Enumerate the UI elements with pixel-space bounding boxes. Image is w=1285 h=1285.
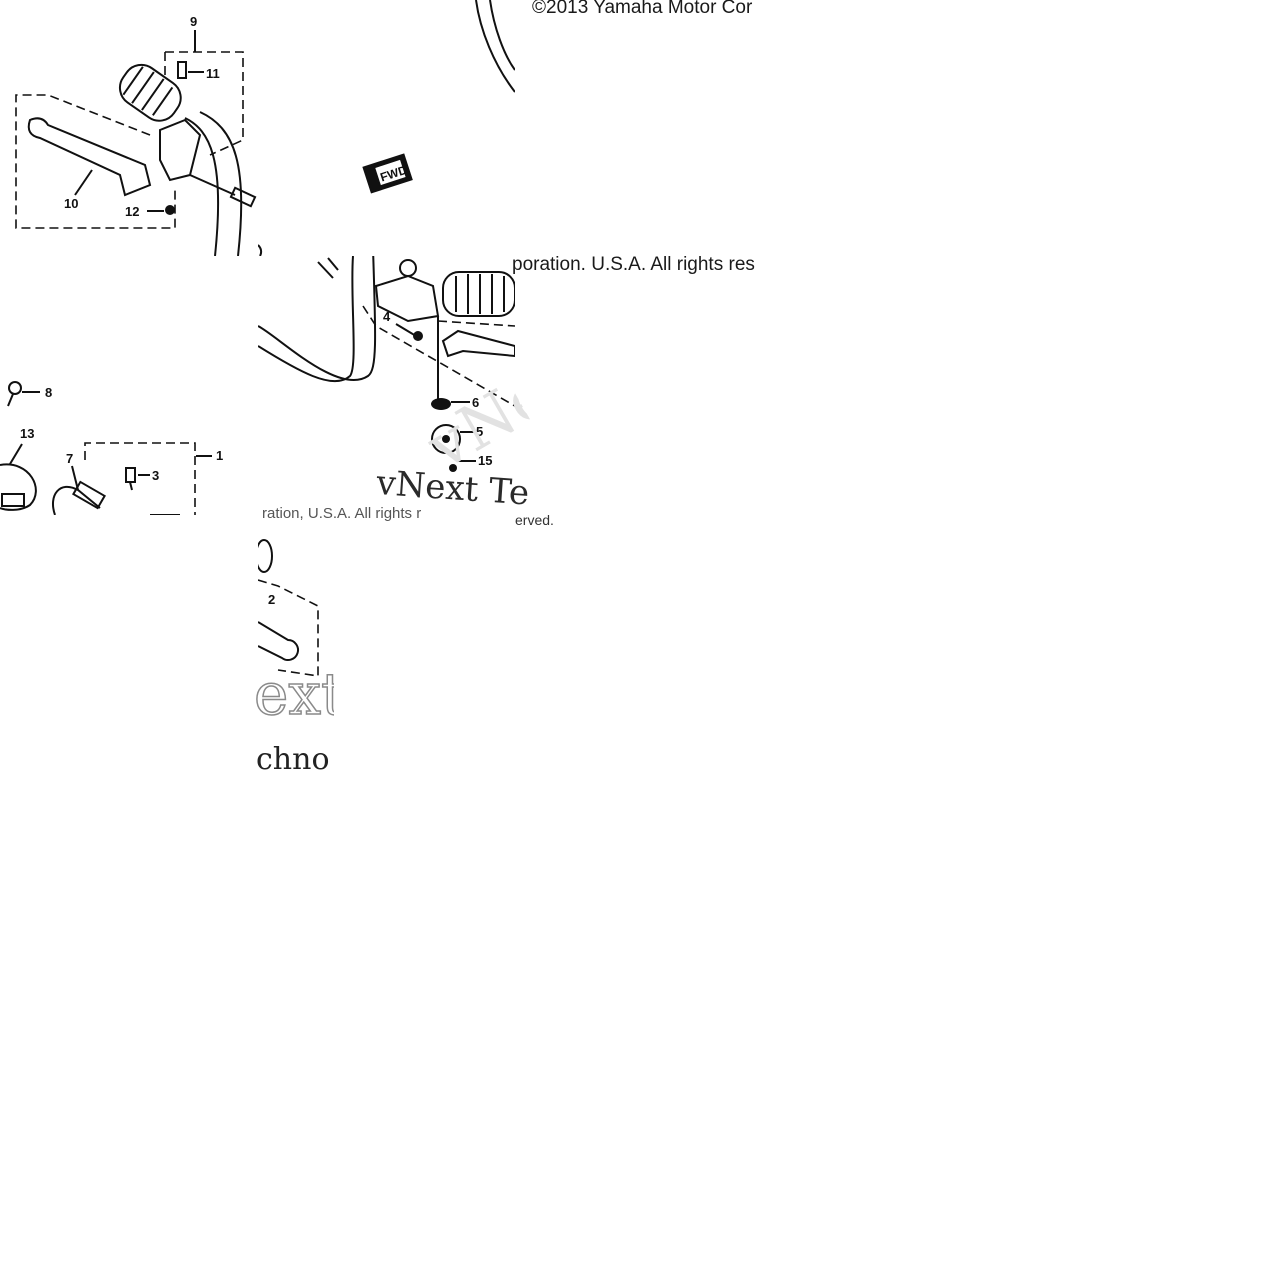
diagram-tile-lever-2: 2: [258, 528, 336, 773]
handlebar-right: [258, 256, 377, 381]
screw-8: [8, 381, 22, 395]
callout-6: 6: [472, 395, 479, 410]
brake-lever: [441, 329, 515, 358]
switch-5: [431, 424, 461, 454]
screw-15: [449, 464, 457, 472]
diagram-tile-right-lever: 4 6 5 15: [258, 256, 515, 512]
top-center-drawing: FWD: [258, 0, 515, 256]
callout-15: 15: [478, 453, 492, 468]
copyright-bottom-left: ration, U.S.A. All rights r: [262, 505, 422, 522]
lever-perch: [159, 118, 202, 182]
callout-11: 11: [206, 66, 220, 81]
watermark-ext: ext: [254, 660, 334, 728]
diagram-tile-bottom-left: 8 13 7 1 3: [0, 380, 258, 515]
fwd-tag: FWD: [362, 153, 413, 194]
dashed-box-lever: [15, 94, 176, 229]
cable-13: [0, 463, 37, 511]
cable-end: [189, 174, 236, 196]
right-lever-drawing: 4 6 5 15: [258, 256, 515, 472]
handlebar-left: [184, 117, 220, 256]
lever-2-drawing: 2: [258, 539, 319, 677]
left-lever-drawing: 9 11 10 12: [15, 14, 257, 256]
dashed-box-1: [84, 442, 196, 515]
callout-8: 8: [45, 385, 52, 400]
copyright-top: ©2013 Yamaha Motor Cor: [532, 0, 753, 18]
callout-5: 5: [476, 424, 483, 439]
clutch-lever: [27, 117, 152, 197]
bolt-4: [413, 331, 423, 341]
diagram-tile-top-center: FWD: [258, 0, 515, 256]
throttle-cable: [317, 261, 334, 279]
callout-4: 4: [383, 309, 391, 324]
dashed-box-perch: [165, 51, 244, 156]
fender-arc: [475, 0, 515, 93]
callout-3: 3: [152, 468, 159, 483]
cable-7: [52, 485, 101, 515]
bolt-11: [177, 61, 187, 79]
callout-9: 9: [190, 14, 197, 29]
callout-7: 7: [66, 451, 73, 466]
washer-6: [431, 398, 451, 410]
lever-2: [258, 621, 299, 661]
callout-13: 13: [20, 426, 34, 441]
callout-2: 2: [268, 592, 275, 607]
nut-12: [165, 205, 175, 215]
callout-12: 12: [125, 204, 139, 219]
diagram-tile-left-lever: 9 11 10 12: [0, 0, 258, 256]
grip-left: [118, 63, 182, 122]
lever-2-pivot: [258, 539, 273, 573]
callout-1: 1: [216, 448, 223, 463]
copyright-middle: poration. U.S.A. All rights res: [512, 254, 755, 275]
watermark-chno: chno: [256, 742, 330, 777]
callout-10: 10: [64, 196, 78, 211]
dashed-box-brake: [362, 305, 515, 407]
grip-right: [442, 271, 515, 317]
bolt-3: [125, 467, 136, 483]
copyright-bottom-right: erved.: [515, 512, 554, 528]
bottom-left-drawing: 8 13 7 1 3: [0, 381, 223, 515]
